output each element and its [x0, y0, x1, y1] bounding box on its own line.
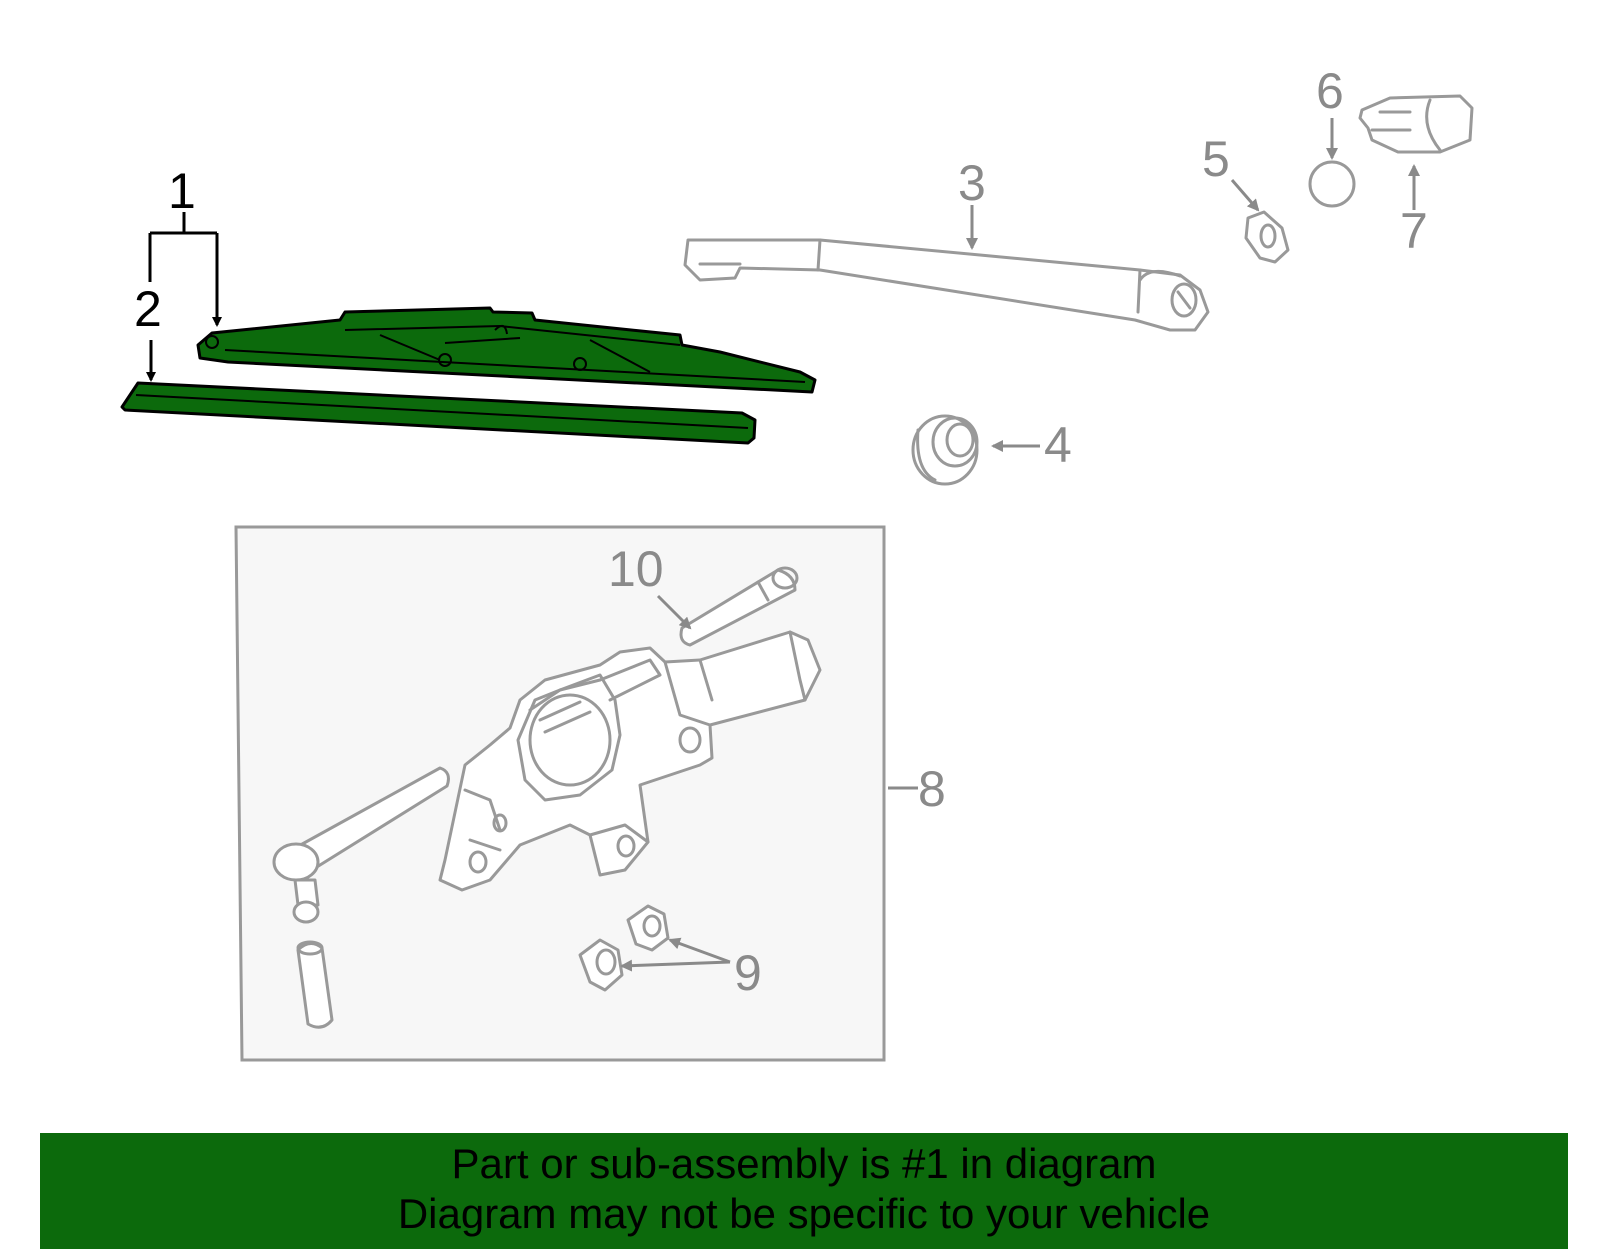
part-5-nut[interactable] — [1244, 210, 1290, 264]
part-6-washer[interactable] — [1308, 160, 1356, 208]
banner-line-1: Part or sub-assembly is #1 in diagram — [451, 1140, 1157, 1187]
part-7-cap[interactable] — [1358, 94, 1474, 154]
sleeve — [296, 940, 334, 1029]
banner-line-2: Diagram may not be specific to your vehi… — [397, 1190, 1211, 1237]
part-9-bushings[interactable] — [578, 904, 670, 992]
wiper-motor — [438, 630, 822, 892]
callout-1: 1 — [168, 163, 196, 219]
callout-4: 4 — [1044, 417, 1072, 473]
leader-10 — [656, 594, 692, 630]
leader-1 — [148, 212, 217, 325]
callout-5: 5 — [1202, 131, 1230, 187]
part-2-blade-insert[interactable] — [120, 381, 757, 445]
part-1-wiper-blade[interactable] — [196, 306, 817, 394]
leader-5 — [1230, 179, 1260, 212]
pivot-shaft — [272, 766, 450, 924]
callout-10: 10 — [608, 541, 664, 597]
callout-6: 6 — [1316, 63, 1344, 119]
part-3-wiper-arm[interactable] — [683, 238, 1210, 332]
callout-9: 9 — [734, 945, 762, 1001]
part-10-shaft[interactable] — [679, 566, 799, 647]
leader-9b — [668, 937, 731, 964]
callout-8: 8 — [918, 761, 946, 817]
info-banner: Part or sub-assembly is #1 in diagram Di… — [40, 1133, 1568, 1249]
part-4-grommet[interactable] — [911, 414, 979, 486]
callout-3: 3 — [958, 155, 986, 211]
callout-2: 2 — [134, 281, 162, 337]
leader-9a — [620, 959, 731, 972]
callout-7: 7 — [1400, 203, 1428, 259]
